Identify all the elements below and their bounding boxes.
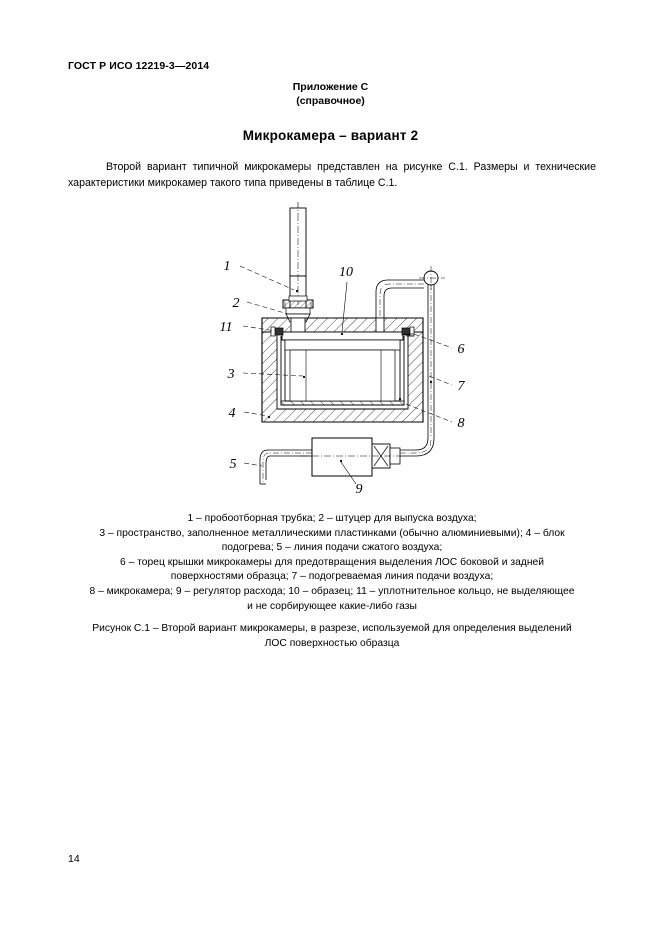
legend-line-2: 3 – пространство, заполненное металличес…: [99, 527, 565, 539]
figure-microchamber: 1 2 11 3 4 5 6 7 8 9 10: [0, 200, 661, 500]
intro-paragraph: Второй вариант типичной микрокамеры пред…: [68, 161, 596, 189]
page-number: 14: [68, 853, 80, 865]
legend-line-3: подогрева; 5 – линия подачи сжатого возд…: [221, 542, 443, 554]
valve-knob-icon: [419, 266, 445, 290]
specimen-part: [281, 331, 404, 351]
legend-line-6: 8 – микрокамера; 9 – регулятор расхода; …: [89, 585, 575, 597]
callout-10: 10: [339, 265, 353, 280]
plate-space-part: [289, 349, 396, 402]
callout-6: 6: [458, 342, 465, 357]
legend-line-5: поверхностями образца; 7 – подогреваемая…: [170, 571, 494, 583]
page-title: Микрокамера – вариант 2: [242, 128, 419, 143]
legend-line-1: 1 – пробоотборная трубка; 2 – штуцер для…: [187, 513, 477, 524]
figure-caption-line-1: Рисунок С.1 – Второй вариант микрокамеры…: [92, 623, 572, 634]
flow-regulator-part: [300, 437, 401, 477]
callout-9: 9: [356, 482, 363, 497]
sealing-ring-part: [270, 326, 415, 337]
standard-header: ГОСТ Р ИСО 12219-3—2014: [68, 60, 210, 72]
figure-caption: Рисунок С.1 – Второй вариант микрокамеры…: [58, 622, 606, 651]
callout-anchors: [267, 289, 433, 463]
legend-line-4: 6 – торец крышки микрокамеры для предотв…: [120, 556, 544, 568]
callout-7: 7: [458, 379, 466, 394]
heated-air-line-part: [398, 278, 435, 457]
callout-11: 11: [220, 320, 233, 335]
callout-1: 1: [224, 259, 231, 274]
lid-end-face-part: [404, 333, 414, 337]
callout-8: 8: [458, 416, 465, 431]
figure-legend: 1 – пробоотборная трубка; 2 – штуцер для…: [58, 512, 606, 614]
figure-svg: 1 2 11 3 4 5 6 7 8 9 10: [220, 202, 466, 497]
annex-label: Приложение С: [292, 81, 369, 93]
annex-type: (справочное): [296, 95, 365, 107]
annex-heading: Приложение С (справочное): [0, 80, 661, 108]
lid-outlet-pipe-part: [375, 279, 424, 318]
callout-4: 4: [229, 406, 236, 421]
legend-line-7: и не сорбирующее какие-либо газы: [247, 600, 417, 612]
callout-labels: 1 2 11 3 4 5 6 7 8 9 10: [220, 259, 466, 497]
callout-2: 2: [233, 296, 240, 311]
figure-caption-line-2: ЛОС поверхностью образца: [264, 637, 400, 649]
compressed-air-line-part: [259, 449, 312, 485]
callout-leaders-solid: [340, 281, 357, 485]
callout-3: 3: [227, 367, 235, 382]
callout-leaders: [239, 265, 453, 467]
callout-5: 5: [230, 457, 237, 472]
